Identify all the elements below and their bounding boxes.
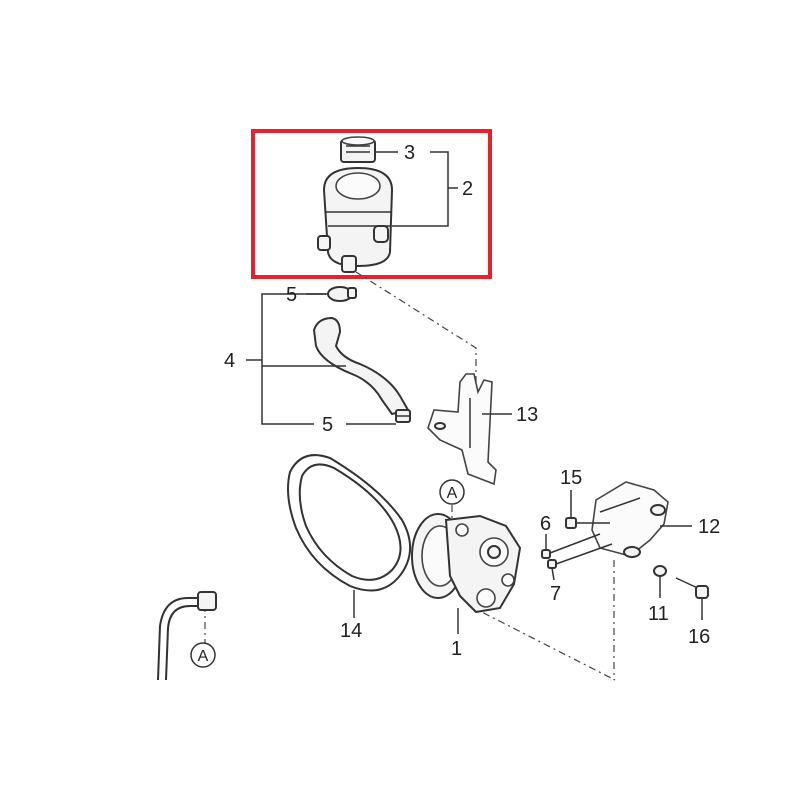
bolt-7	[547, 543, 613, 569]
dashed-ref-line-pump	[467, 604, 616, 681]
drive-belt	[287, 454, 412, 592]
callout-5-bottom: 5	[322, 414, 333, 436]
reference-letter-hose: A	[198, 648, 209, 665]
pressure-hose	[157, 591, 217, 681]
callout-4: 4	[224, 350, 235, 372]
bolt-16	[675, 577, 709, 599]
reference-circle-hose: A	[190, 642, 216, 668]
callout-15: 15	[560, 467, 582, 489]
callout-16: 16	[688, 626, 710, 648]
callout-2: 2	[462, 178, 473, 200]
leader-2	[392, 151, 449, 227]
highlight-box	[251, 129, 492, 279]
callout-13: 13	[516, 404, 538, 426]
callout-5-top: 5	[286, 284, 297, 306]
hose-clamp-top	[327, 286, 357, 302]
callout-6: 6	[540, 513, 551, 535]
bolt-6	[541, 533, 601, 559]
callout-12: 12	[698, 516, 720, 538]
callout-11: 11	[648, 603, 669, 625]
reservoir-tank	[317, 166, 394, 273]
pump-mounting-bracket	[591, 481, 669, 558]
hose-clamp-bottom	[395, 409, 411, 423]
power-steering-pump	[411, 513, 522, 614]
reference-letter-pump: A	[447, 485, 458, 502]
callout-7: 7	[550, 583, 561, 605]
callout-1: 1	[451, 638, 462, 660]
dashed-ref-line-reservoir	[355, 271, 477, 440]
leader-4	[261, 293, 326, 425]
reservoir-bracket	[427, 373, 497, 486]
reservoir-cap	[340, 136, 376, 163]
washer-11	[653, 565, 667, 577]
leader-7	[551, 567, 555, 581]
reference-circle-pump: A	[439, 479, 465, 505]
callout-14: 14	[340, 620, 362, 642]
suction-hose	[312, 316, 410, 416]
callout-3: 3	[404, 142, 415, 164]
